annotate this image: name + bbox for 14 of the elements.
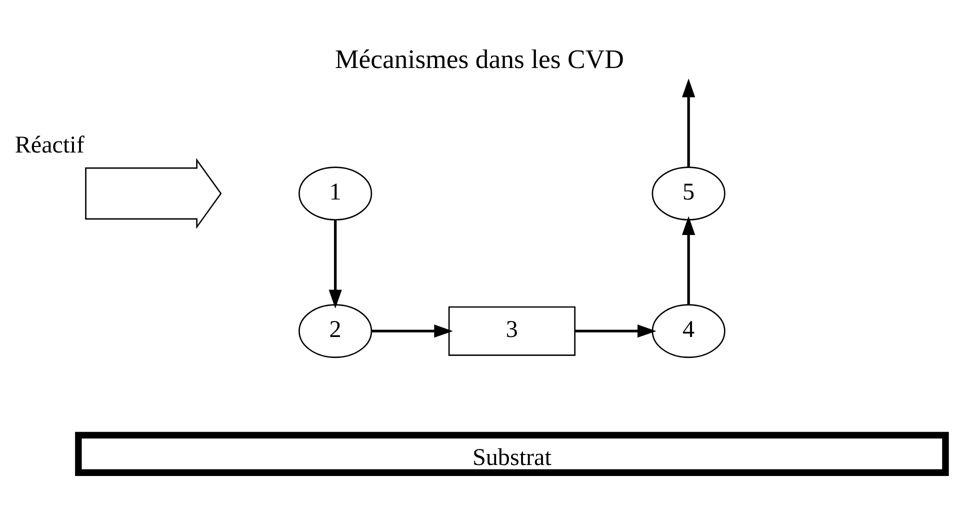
node-box: Substrat [75, 431, 949, 476]
node-label: Réactif [14, 132, 84, 158]
node-ellipse: 5 [652, 166, 726, 220]
node-ellipse: 1 [298, 166, 372, 220]
node-arrow [85, 158, 222, 229]
node-ellipse: 2 [298, 304, 372, 358]
arrow [575, 324, 656, 338]
arrow [682, 216, 696, 304]
node-ellipse: 4 [652, 304, 726, 358]
node-box: 3 [448, 306, 576, 356]
diagram-title: Mécanismes dans les CVD [335, 44, 624, 74]
arrow [372, 324, 453, 338]
arrow [328, 220, 342, 308]
arrow [682, 78, 696, 166]
